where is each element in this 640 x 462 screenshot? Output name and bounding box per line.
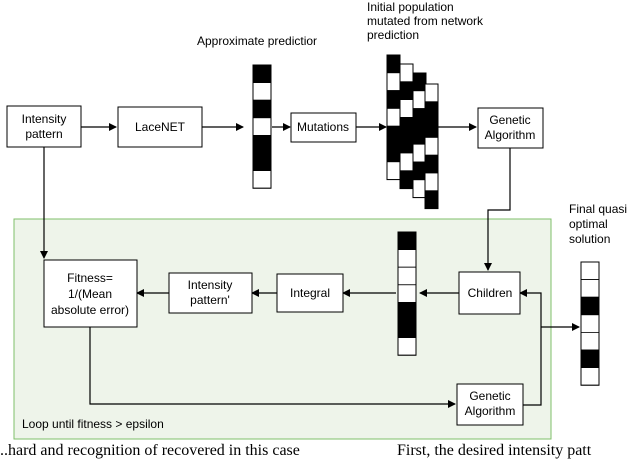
connectors [40,123,580,408]
population-3-cell [412,179,427,199]
node-fitness: Fitness= 1/(Mean absolute error) [43,259,138,328]
node-genetic-algorithm-top-line-2: Algorithm [485,128,536,142]
node-mutations: Mutations [290,112,357,143]
prediction-cell [252,64,272,84]
cropped-caption-text: ..hard and recognition of recovered in t… [0,442,640,462]
node-lacenet: LaceNET [117,106,203,148]
final-cell [580,331,600,351]
population-1-cell [386,108,401,127]
node-intensity-pattern-line-1: Intensity [22,112,67,126]
population-4-cell [424,136,439,156]
node-genetic-algorithm-top: Genetic Algorithm [477,107,544,149]
population-3-cell [412,90,427,110]
annotation-approximate-prediction: Approximate predictior [197,34,317,48]
node-fitness-line-1: Fitness= [67,271,113,285]
final-outline [580,261,600,386]
node-genetic-algorithm-bottom-line-2: Algorithm [465,404,516,418]
children-cell [397,319,417,339]
node-integral: Integral [276,273,344,313]
population-2-cell [399,63,414,83]
caption-fragment-right: First, the desired intensity patt [397,442,592,459]
population-3-cell [412,161,427,181]
children-vector [397,231,417,356]
node-children-label: Children [468,286,513,300]
population-1-cell [386,54,401,74]
prediction-outline [252,64,272,189]
children-cell [397,284,417,303]
prediction-cell [252,170,272,189]
initial-population-stack [386,54,439,210]
population-4-cell [424,83,439,103]
node-lacenet-label: LaceNET [135,120,186,134]
node-fitness-line-2: 1/(Mean [68,287,112,301]
annotation-initial-population-line-3: prediction [367,28,419,42]
population-1-cell [386,125,401,145]
population-3-cell [412,143,427,163]
node-intensity-pattern: Intensity pattern [6,105,82,148]
population-3-cell [412,108,427,127]
population-2-cell [399,117,414,136]
population-2-cell [399,134,414,154]
final-cell [580,349,600,369]
prediction-cell [252,152,272,172]
annotation-initial-population-line-1: Initial population [367,0,454,14]
population-2-cell [399,81,414,101]
arrow-fitness-to-ga-bottom [89,327,456,408]
children-cell [397,266,417,286]
population-2-cell [399,152,414,172]
population-1-cell [386,72,401,92]
node-intensity-pattern-prime: Intensity pattern' [168,272,253,314]
node-children: Children [458,271,521,315]
prediction-cell [252,82,272,101]
annotation-initial-population-line-2: mutated from network [367,14,484,28]
node-integral-label: Integral [290,286,330,300]
approximate-prediction-vector [252,64,272,189]
population-4-cell [424,101,439,121]
caption-fragment-left: ..hard and recognition of recovered in t… [0,442,300,459]
node-intensity-pattern-prime-line-2: pattern' [190,293,230,307]
node-mutations-label: Mutations [297,120,349,134]
node-genetic-algorithm-bottom: Genetic Algorithm [456,383,524,426]
population-4-cell [424,172,439,192]
final-cell [580,367,600,386]
population-4-outline [424,83,439,210]
node-genetic-algorithm-bottom-line-1: Genetic [469,389,510,403]
arrow-ga-top-to-children [484,148,511,271]
children-cell [397,337,417,356]
children-outline [397,231,417,356]
population-3-cell [412,126,427,145]
node-genetic-algorithm-top-line-1: Genetic [489,113,530,127]
prediction-cell [252,117,272,136]
population-2-cell [399,170,414,190]
node-intensity-pattern-line-2: pattern [25,127,62,141]
children-cell [397,249,417,268]
final-cell [580,314,600,333]
population-1-cell [386,90,401,109]
final-cell [580,279,600,298]
annotation-final-solution-line-2: optimal [569,217,608,231]
children-cell [397,231,417,251]
annotation-loop-condition: Loop until fitness > epsilon [22,417,164,431]
population-4-cell [424,154,439,174]
population-1-cell [386,143,401,163]
annotation-final-solution-line-1: Final quasi [569,202,627,216]
arrow-ga-bottom-to-children [519,289,542,406]
final-cell [580,261,600,281]
population-2-cell [399,99,414,118]
annotation-final-solution-line-3: solution [569,232,610,246]
node-intensity-pattern-prime-line-1: Intensity [188,278,233,292]
population-3-cell [412,72,427,92]
prediction-cell [252,99,272,119]
children-cell [397,301,417,321]
population-4-cell [424,190,439,210]
prediction-cell [252,134,272,154]
final-solution-vector [580,261,600,386]
node-fitness-line-3: absolute error) [51,303,129,317]
final-cell [580,296,600,316]
population-1-cell [386,161,401,181]
population-4-cell [424,119,439,138]
